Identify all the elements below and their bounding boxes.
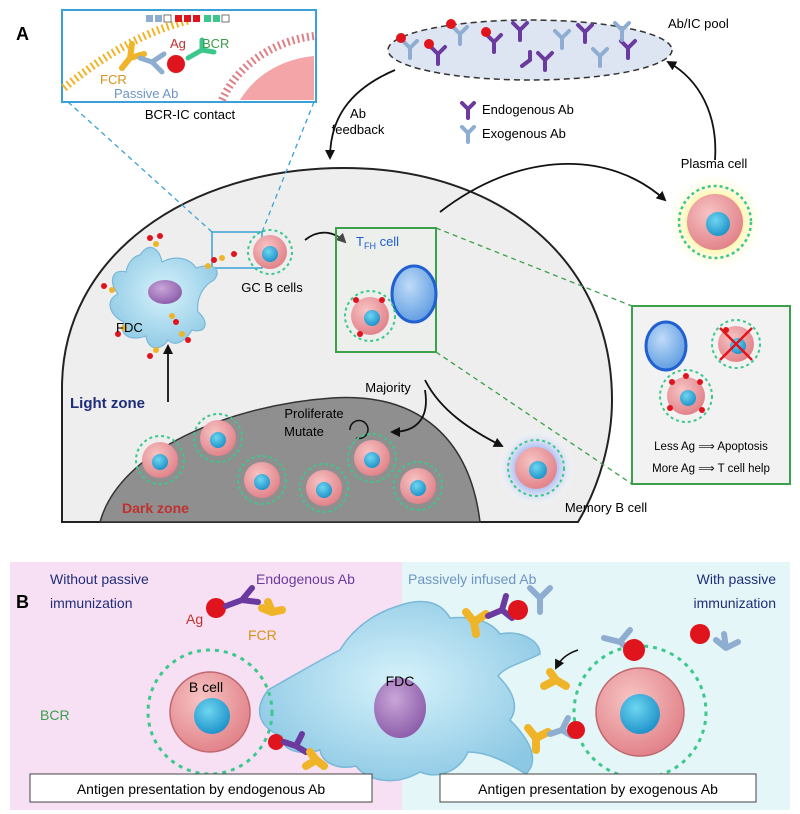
mutation-squares xyxy=(146,14,230,23)
passive-ab-inset-label: Passive Ab xyxy=(114,86,178,101)
ag-label-b: Ag xyxy=(186,611,203,627)
endogenous-ab-icon xyxy=(460,101,476,120)
with-passive-label-1: With passive xyxy=(697,571,777,587)
fdc-ics xyxy=(101,233,237,359)
gc-to-plasma-arrow xyxy=(439,162,667,213)
ab-feedback-label-1: Ab xyxy=(350,106,366,121)
ag-inset-icon xyxy=(167,55,185,73)
legend-endogenous-label: Endogenous Ab xyxy=(482,102,574,117)
fdc-nucleus-b xyxy=(374,678,426,738)
without-passive-label-2: immunization xyxy=(50,595,132,611)
bcr-label-b: BCR xyxy=(40,707,70,723)
memory-b-cell xyxy=(496,428,576,508)
exogenous-ic-2 xyxy=(601,627,645,661)
free-fcr xyxy=(540,668,570,690)
outcome-connector-bottom xyxy=(435,351,633,485)
tfh-label: TFH cell xyxy=(356,234,399,251)
plasma-cell-label: Plasma cell xyxy=(681,156,748,171)
bcr-inset-label: BCR xyxy=(202,36,229,51)
b-cell-label: B cell xyxy=(189,679,223,695)
plasma-to-pool-arrow xyxy=(666,61,717,161)
fdc-label: FDC xyxy=(116,320,143,335)
dark-zone-region xyxy=(99,396,481,523)
to-memory-arrow xyxy=(424,379,504,447)
fcr-label-b: FCR xyxy=(248,627,277,643)
passive-ab-inset-icon xyxy=(137,51,167,75)
plasma-cell xyxy=(665,172,765,272)
bcr-inset-icon xyxy=(185,37,217,61)
outcome-more-ag: More Ag ⟹ T cell help xyxy=(652,463,770,475)
mutate-label: Mutate xyxy=(284,424,324,439)
caption-left-box xyxy=(29,773,373,803)
caption-right: Antigen presentation by exogenous Ab xyxy=(478,781,718,797)
gc-b-cell xyxy=(247,229,293,275)
exogenous-ab-free-1 xyxy=(527,585,553,615)
gc-to-tfh-arrow xyxy=(304,231,347,244)
majority-label: Majority xyxy=(365,380,411,395)
b-cell-membrane xyxy=(218,32,315,102)
fcr-inset-icon xyxy=(119,41,147,71)
endogenous-ab-label: Endogenous Ab xyxy=(256,571,355,587)
fdc-label-b: FDC xyxy=(386,673,415,689)
fdc-nucleus xyxy=(148,280,182,304)
light-zone-label: Light zone xyxy=(70,395,145,412)
apoptotic-b-cell xyxy=(711,319,761,369)
dark-zone-label: Dark zone xyxy=(122,500,189,516)
with-passive-label-2: immunization xyxy=(694,595,776,611)
b-cell-body-inset xyxy=(240,56,314,100)
passively-infused-label: Passively infused Ab xyxy=(408,571,537,587)
dark-zone-cells xyxy=(135,413,443,513)
exogenous-ic-3 xyxy=(524,715,585,754)
exogenous-ab-free-2 xyxy=(690,624,741,651)
exogenous-ab-icon xyxy=(460,125,476,144)
tfh-bound-b-cell xyxy=(344,290,396,342)
ab-feedback-label-2: feedback xyxy=(332,122,385,137)
fcr-inset-label: FCR xyxy=(100,72,127,87)
panel-b-label: B xyxy=(16,592,29,612)
endogenous-ic-top xyxy=(206,585,286,618)
outcome-less-ag: Less Ag ⟹ Apoptosis xyxy=(654,441,768,453)
tfh-cell xyxy=(390,264,438,324)
b-cell-right xyxy=(572,644,708,780)
ab-ic-pool-label: Ab/IC pool xyxy=(668,16,729,31)
bcr-ic-contact-label: BCR-IC contact xyxy=(145,107,236,122)
panel-a-label: A xyxy=(16,24,29,44)
gc-b-cells-label: GC B cells xyxy=(241,280,303,295)
pool-antibodies xyxy=(396,19,637,72)
legend-exogenous-label: Exogenous Ab xyxy=(482,126,566,141)
ag-inset-label: Ag xyxy=(170,36,186,51)
cycle-arrow xyxy=(349,419,369,440)
memory-b-cell-label: Memory B cell xyxy=(565,500,647,515)
caption-right-box xyxy=(439,773,757,803)
b-cell-left xyxy=(146,648,274,776)
caption-left: Antigen presentation by endogenous Ab xyxy=(77,781,326,797)
fcr-binding-arrow xyxy=(555,649,579,670)
proliferate-label: Proliferate xyxy=(284,406,343,421)
endogenous-ic-bottom xyxy=(268,731,328,770)
without-passive-label-1: Without passive xyxy=(50,571,149,587)
helped-b-cell xyxy=(659,369,713,423)
exogenous-ic-1 xyxy=(462,593,528,638)
ab-feedback-arrow xyxy=(325,69,396,160)
outcome-tfh-cell xyxy=(644,320,688,372)
majority-arrow xyxy=(390,389,427,437)
outcome-connector-top xyxy=(435,227,633,307)
